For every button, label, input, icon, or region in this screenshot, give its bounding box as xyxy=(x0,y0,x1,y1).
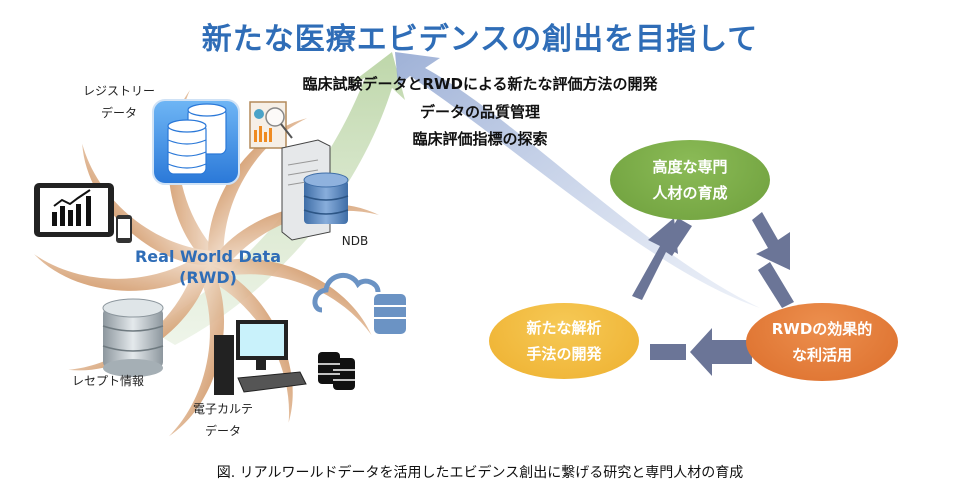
topic-data-quality: データの品質管理 xyxy=(419,103,540,121)
database-icon xyxy=(102,298,164,377)
label-ndb: NDB xyxy=(341,234,369,248)
talent-line2: 人材の育成 xyxy=(652,184,728,202)
blue-flow-arrow xyxy=(395,52,760,308)
clipboard-report-icon xyxy=(249,101,293,149)
rwd-label-line2: (RWD) xyxy=(179,268,237,287)
tablet-chart-icon xyxy=(34,183,132,243)
cloud-database-icon xyxy=(312,273,406,334)
database-app-icon xyxy=(152,99,240,185)
talent-line1: 高度な専門 xyxy=(652,158,728,176)
rwd-util-line1: RWDの効果的 xyxy=(771,320,873,338)
analysis-line2: 手法の開発 xyxy=(526,345,602,363)
arrow-down-right xyxy=(752,212,790,270)
cycle-node-rwd-utilization: RWDの効果的 な利活用 xyxy=(746,303,898,381)
figure-caption: 図. リアルワールドデータを活用したエビデンス創出に繋げる研究と専門人材の育成 xyxy=(216,465,744,481)
desktop-computer-icon xyxy=(214,320,307,395)
label-registry-line1: レジストリー xyxy=(82,84,155,98)
topic-new-evaluation: 臨床試験データとRWDによる新たな評価方法の開発 xyxy=(302,75,658,93)
topic-clinical-endpoints: 臨床評価指標の探索 xyxy=(412,130,548,148)
label-receipt-info: レセプト情報 xyxy=(71,374,144,388)
page-title: 新たな医療エビデンスの創出を目指して xyxy=(201,22,759,57)
cycle-node-analysis-methods: 新たな解析 手法の開発 xyxy=(489,303,639,379)
cycle-arrows xyxy=(632,212,794,376)
stacked-databases-icon xyxy=(318,352,355,390)
rwd-hub-label: Real World Data (RWD) xyxy=(128,246,288,288)
label-emr-data: 電子カルテ データ xyxy=(178,398,268,442)
arrow-left-bottom xyxy=(690,328,752,376)
server-database-icon xyxy=(281,139,349,241)
rwd-label-line1: Real World Data xyxy=(134,247,281,266)
cycle-node-talent: 高度な専門 人材の育成 xyxy=(610,140,770,220)
rwd-util-line2: な利活用 xyxy=(791,346,852,364)
label-registry-line2: データ xyxy=(100,106,137,120)
analysis-line1: 新たな解析 xyxy=(526,319,602,337)
label-emr-line1: 電子カルテ xyxy=(192,402,253,416)
label-emr-line2: データ xyxy=(204,424,241,438)
label-registry-data: レジストリー データ xyxy=(74,80,164,124)
rwd-swirl xyxy=(30,90,385,444)
